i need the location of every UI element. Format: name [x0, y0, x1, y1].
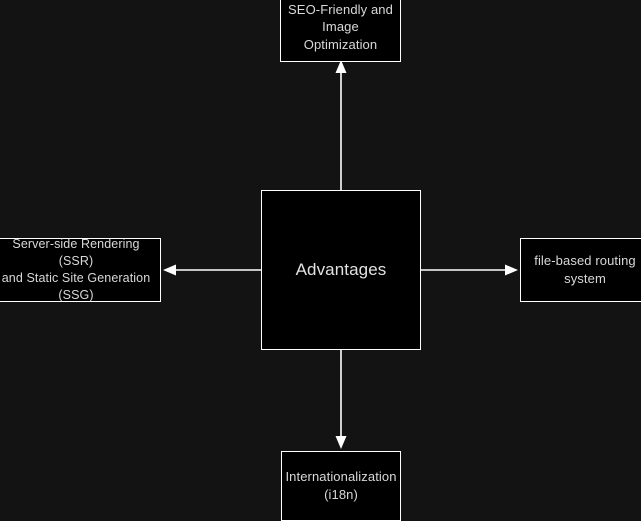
- edge-advantages-to-ssr-ssg: [163, 264, 261, 276]
- arrow-head-down: [335, 436, 347, 449]
- node-server-side-rendering-static-site-generation[interactable]: Server-side Rendering (SSR) and Static S…: [0, 237, 161, 302]
- node-label-advantages: Advantages: [295, 259, 387, 279]
- node-label-seo: SEO-Friendly and Image Optimization: [288, 1, 393, 52]
- node-label-routing: file-based routing system: [534, 253, 636, 286]
- arrow-head-right: [505, 264, 518, 276]
- node-file-based-routing-system[interactable]: file-based routing system: [520, 238, 641, 302]
- node-seo-friendly-image-optimization[interactable]: SEO-Friendly and Image Optimization: [280, 0, 401, 62]
- node-label-ssr-ssg: Server-side Rendering (SSR) and Static S…: [1, 237, 151, 302]
- node-advantages[interactable]: Advantages: [261, 190, 421, 350]
- edge-advantages-to-routing: [421, 264, 518, 276]
- node-internationalization-i18n[interactable]: Internationalization (i18n): [281, 451, 401, 521]
- edge-advantages-to-seo: [335, 60, 347, 190]
- edge-advantages-to-i18n: [335, 350, 347, 449]
- node-label-i18n: Internationalization (i18n): [285, 469, 397, 502]
- arrow-head-left: [163, 264, 176, 276]
